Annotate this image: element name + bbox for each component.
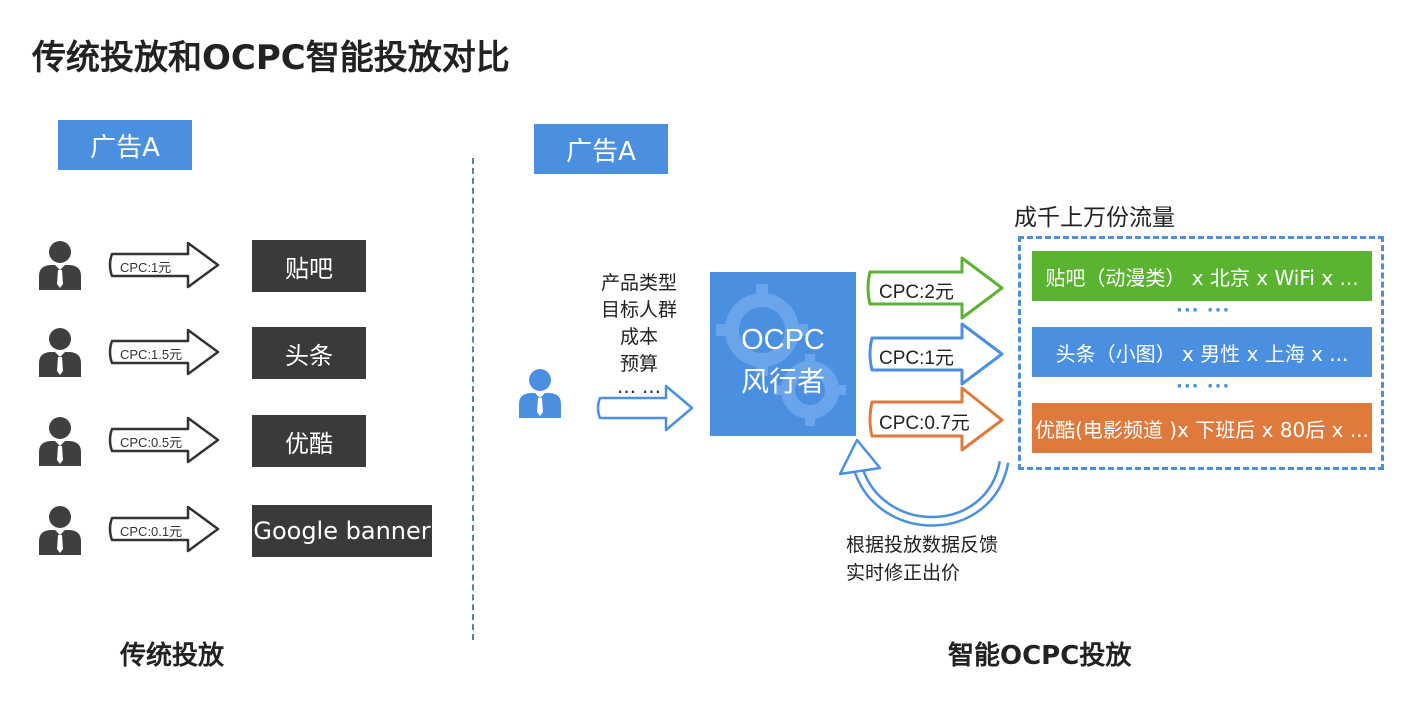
cpc-label: CPC:0.1元 (120, 524, 183, 539)
input-factors: 产品类型 目标人群 成本 预算 … … (579, 270, 699, 398)
cpc-label: CPC:1元 (120, 260, 172, 275)
blue-arrow-icon (868, 322, 1004, 386)
platform-box-youku: 优酷 (252, 415, 366, 467)
page-title: 传统投放和OCPC智能投放对比 (32, 38, 510, 78)
cpc-label: CPC:1.5元 (120, 347, 183, 362)
input-arrow-icon (596, 384, 694, 432)
input-factor-ellipsis: … … (616, 376, 662, 398)
cpc-label-orange: CPC:0.7元 (879, 413, 970, 434)
traffic-title: 成千上万份流量 (1014, 205, 1175, 231)
input-factor: 成本 (619, 326, 658, 348)
green-arrow-icon (866, 256, 1004, 320)
smart-footer: 智能OCPC投放 (948, 641, 1132, 671)
person-icon (519, 369, 561, 418)
cpc-label-blue: CPC:1元 (879, 348, 954, 369)
traditional-ad-label: 广告A (58, 120, 192, 170)
input-factor: 目标人群 (600, 299, 677, 321)
orange-arrow-icon (868, 386, 1004, 452)
platform-box-tieba: 贴吧 (252, 240, 366, 292)
traffic-container (1018, 236, 1384, 470)
engine-name-line1: OCPC (741, 324, 825, 356)
platform-box-toutiao: 头条 (252, 327, 366, 379)
cpc-label-green: CPC:2元 (879, 282, 954, 303)
feedback-line: 实时修正出价 (846, 562, 961, 584)
traditional-footer: 传统投放 (120, 641, 225, 671)
section-divider (472, 158, 474, 640)
gear-icon (716, 284, 846, 426)
engine-name-line2: 风行者 (740, 365, 825, 398)
input-factor: 产品类型 (600, 272, 677, 294)
cpc-label: CPC:0.5元 (120, 435, 183, 450)
traffic-ellipsis: ··· ··· (1176, 300, 1231, 321)
ocpc-engine-box: OCPC 风行者 (710, 272, 856, 436)
feedback-line: 根据投放数据反馈 (846, 534, 999, 556)
traffic-item-blue: 头条（小图） x 男性 x 上海 x ... (1032, 327, 1372, 377)
smart-ad-label: 广告A (534, 124, 668, 174)
traffic-item-orange: 优酷(电影频道 )x 下班后 x 80后 x ... (1032, 403, 1372, 453)
feedback-loop-arrow-icon (838, 438, 1010, 527)
traffic-item-green: 贴吧（动漫类） x 北京 x WiFi x ... (1032, 251, 1372, 301)
platform-box-google: Google banner (252, 505, 432, 557)
traffic-ellipsis: ··· ··· (1176, 376, 1231, 397)
input-factor: 预算 (619, 353, 658, 375)
